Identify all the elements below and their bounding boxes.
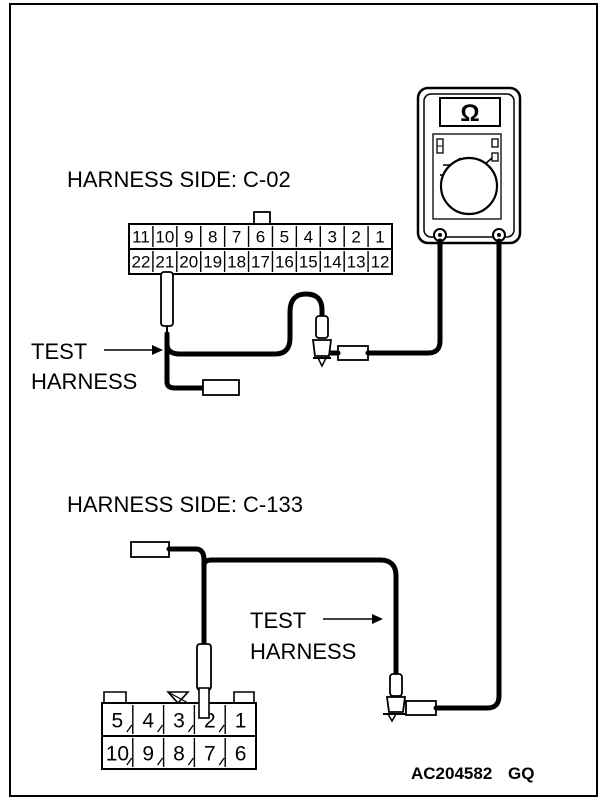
c02-pin-3: 3 bbox=[327, 228, 336, 247]
test-harness-2 bbox=[130, 238, 502, 723]
c02-label: HARNESS SIDE: C-02 bbox=[67, 167, 291, 192]
c02-pin-5: 5 bbox=[280, 228, 289, 247]
c02-pin-9: 9 bbox=[184, 228, 193, 247]
c02-pin-20: 20 bbox=[179, 253, 198, 272]
harness1-clip-body bbox=[315, 315, 329, 339]
harness2-clip-body bbox=[389, 673, 403, 697]
c133-pin-7: 7 bbox=[204, 743, 216, 766]
c133-pin-5: 5 bbox=[112, 710, 124, 733]
c133-latch-mark bbox=[126, 757, 133, 766]
test-harness-1 bbox=[160, 238, 443, 396]
c02-pin-14: 14 bbox=[323, 253, 342, 272]
c02-pin-8: 8 bbox=[208, 228, 217, 247]
c02-pin-2: 2 bbox=[351, 228, 360, 247]
c133-latch-mark bbox=[218, 724, 225, 733]
pin-probe-c02 bbox=[160, 271, 174, 327]
test-harness-2-label-line2: HARNESS bbox=[250, 639, 356, 664]
c133-label: HARNESS SIDE: C-133 bbox=[67, 492, 303, 517]
c02-lock-tab bbox=[253, 211, 271, 225]
ohmmeter: Ω bbox=[416, 86, 522, 245]
c02-pin-17: 17 bbox=[251, 253, 270, 272]
c133-pin-1: 1 bbox=[235, 710, 247, 733]
meter-display bbox=[439, 97, 501, 127]
meter-lead-plug-2 bbox=[405, 700, 437, 716]
c02-pin-16: 16 bbox=[275, 253, 294, 272]
c133-pin-2: 2 bbox=[204, 710, 216, 733]
c02-pin-15: 15 bbox=[299, 253, 318, 272]
meter-lead-plug-1 bbox=[337, 345, 369, 361]
c02-pin-6: 6 bbox=[256, 228, 265, 247]
diagram-frame bbox=[9, 3, 598, 797]
figure-code: AC204582 bbox=[411, 764, 492, 783]
c02-pin-18: 18 bbox=[227, 253, 246, 272]
test-harness-1-arrow bbox=[104, 345, 163, 355]
c133-latch-mark bbox=[157, 757, 164, 766]
c02-pin-13: 13 bbox=[347, 253, 366, 272]
test-harness-1-label-line2: HARNESS bbox=[31, 369, 137, 394]
figure-suffix: GQ bbox=[508, 764, 534, 783]
c133-pin-4: 4 bbox=[142, 710, 154, 733]
harness1-spare-clip bbox=[202, 379, 240, 396]
test-harness-1-label-line1: TEST bbox=[31, 339, 87, 364]
c133-pin-3: 3 bbox=[173, 710, 185, 733]
c02-pin-21: 21 bbox=[155, 253, 174, 272]
c133-pin-9: 9 bbox=[142, 743, 154, 766]
c02-pin-7: 7 bbox=[232, 228, 241, 247]
c133-latch-mark bbox=[218, 757, 225, 766]
c133-latch-mark bbox=[157, 724, 164, 733]
range-selector-dial bbox=[439, 156, 499, 216]
c02-pin-12: 12 bbox=[371, 253, 390, 272]
pin-probe-c133 bbox=[196, 643, 212, 691]
c133-pin-6: 6 bbox=[235, 743, 247, 766]
c02-pin-22: 22 bbox=[131, 253, 150, 272]
c02-pin-4: 4 bbox=[304, 228, 313, 247]
c02-pin-1: 1 bbox=[375, 228, 384, 247]
c02-pin-11: 11 bbox=[132, 228, 150, 247]
c133-pin-8: 8 bbox=[173, 743, 185, 766]
c133-pin-10: 10 bbox=[106, 743, 129, 766]
test-harness-2-arrow bbox=[323, 614, 383, 624]
c02-pin-10: 10 bbox=[155, 228, 174, 247]
c133-latch-mark bbox=[187, 724, 194, 733]
c133-latch-mark bbox=[187, 757, 194, 766]
ohm-symbol: Ω bbox=[460, 100, 479, 127]
harness2-spare-clip bbox=[130, 541, 170, 558]
c133-latch-mark bbox=[126, 724, 133, 733]
test-harness-2-label-line1: TEST bbox=[250, 608, 306, 633]
c02-pin-19: 19 bbox=[203, 253, 222, 272]
